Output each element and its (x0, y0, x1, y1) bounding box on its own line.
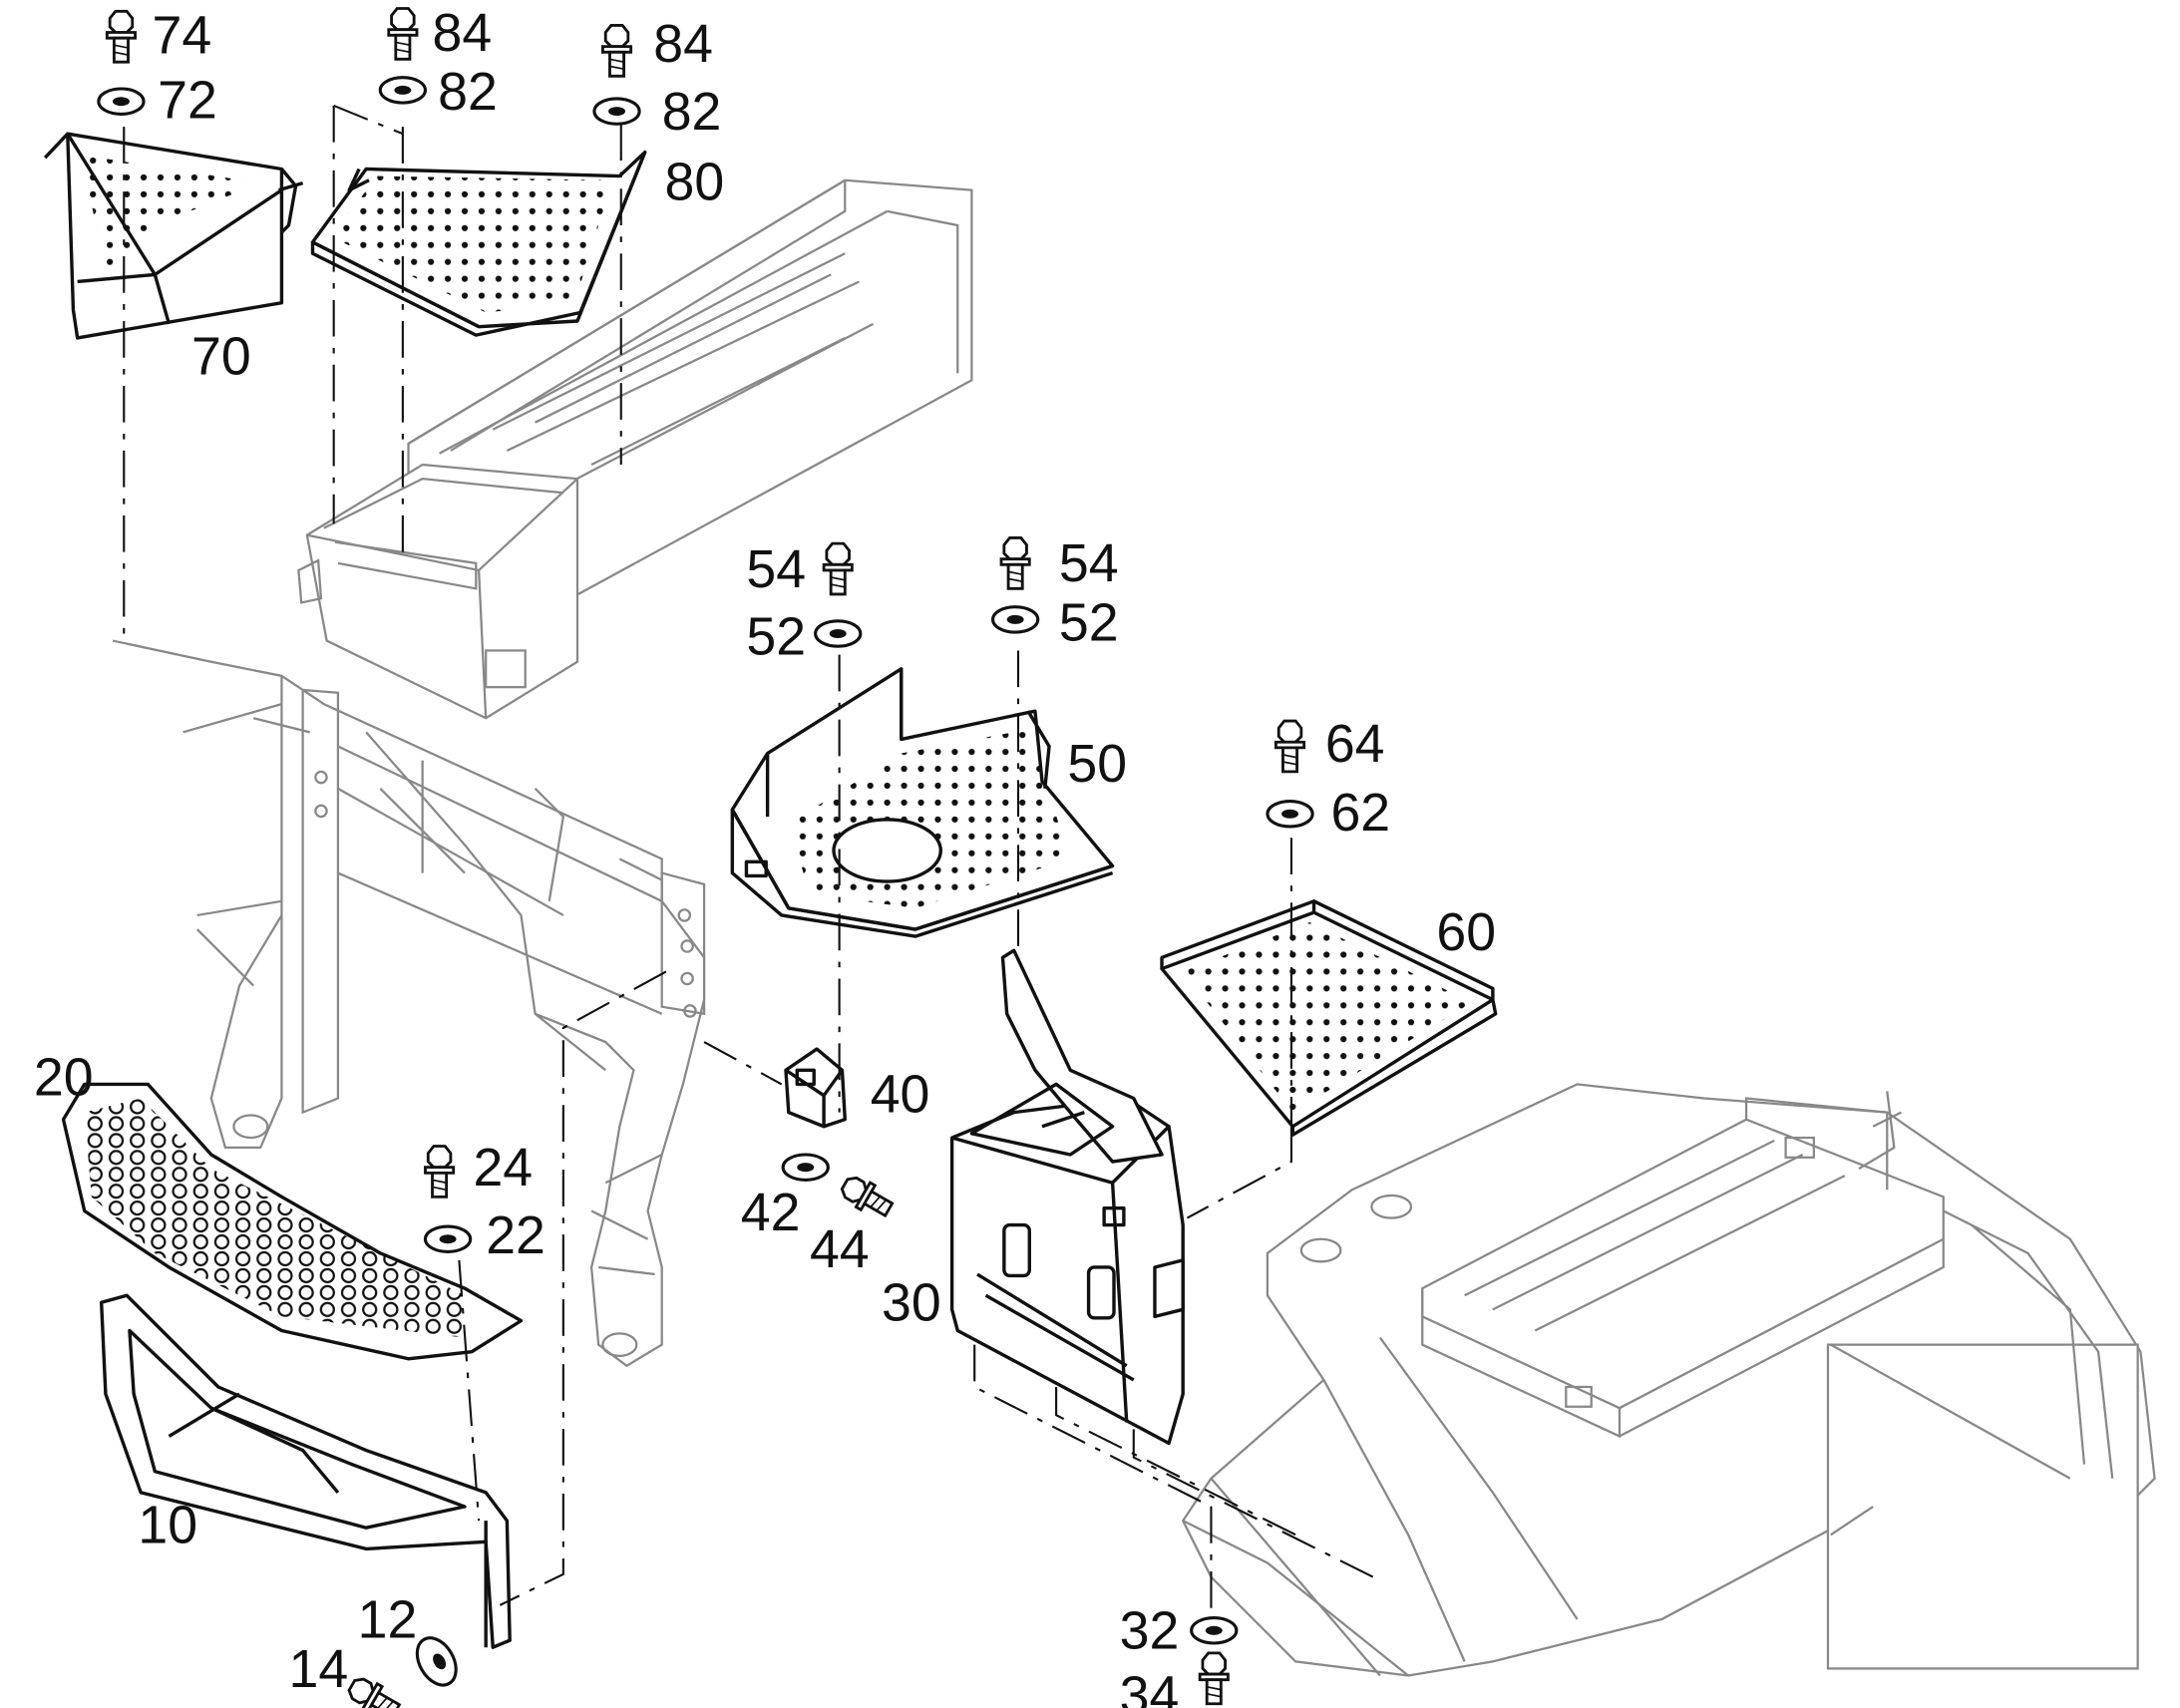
washer-72 (97, 87, 146, 116)
washer-52-right (991, 605, 1040, 634)
callout-22: 22 (486, 1205, 545, 1265)
battery-box-assembly (297, 178, 973, 720)
callout-44: 44 (810, 1219, 870, 1279)
part-50-plate (730, 667, 1115, 938)
part-20-grille (61, 1082, 524, 1361)
callout-12: 12 (358, 1589, 418, 1649)
main-frame (112, 639, 706, 1368)
callout-74: 74 (153, 6, 212, 66)
washer-42 (781, 1153, 830, 1182)
callout-52-left: 52 (746, 607, 806, 667)
part-30-housing (949, 948, 1185, 1446)
callout-30: 30 (882, 1273, 941, 1333)
washer-32 (1190, 1616, 1239, 1645)
fasteners (97, 7, 1314, 1708)
bolt-84-right (600, 24, 633, 78)
bolt-54-left (822, 541, 854, 596)
callout-34: 34 (1120, 1666, 1180, 1708)
callout-62: 62 (1330, 783, 1390, 843)
callout-54-right: 54 (1059, 533, 1119, 593)
callout-24: 24 (473, 1138, 533, 1197)
bolt-64 (1273, 719, 1306, 774)
callout-70: 70 (191, 327, 251, 387)
callout-72: 72 (158, 71, 217, 131)
callout-10: 10 (138, 1496, 197, 1555)
callout-52-right: 52 (1059, 593, 1119, 653)
part-60-plate (1160, 899, 1498, 1137)
callout-60: 60 (1436, 902, 1496, 962)
callout-32: 32 (1120, 1601, 1180, 1661)
callout-50: 50 (1067, 734, 1127, 794)
part-80-tray (310, 150, 647, 337)
callout-54-left: 54 (746, 539, 806, 599)
callout-82-right: 82 (662, 82, 722, 142)
callout-labels: 74 72 84 82 84 82 80 70 54 52 54 52 50 6… (34, 3, 1496, 1708)
callout-64: 64 (1325, 714, 1385, 774)
callout-84-left: 84 (433, 3, 493, 63)
assembly-lines (123, 104, 1374, 1634)
callout-14: 14 (288, 1639, 348, 1699)
washer-62 (1266, 799, 1314, 829)
callout-84-right: 84 (653, 14, 713, 74)
bolt-54-right (999, 536, 1031, 590)
callout-82-left: 82 (438, 62, 498, 122)
bolt-44 (836, 1171, 898, 1223)
callout-20: 20 (34, 1048, 94, 1108)
washer-82-left (378, 76, 428, 105)
washer-22 (423, 1224, 473, 1253)
part-40-bracket (784, 1047, 847, 1129)
bolt-34 (1198, 1651, 1230, 1706)
part-70-guard (43, 132, 304, 340)
bolt-74 (105, 9, 137, 64)
bolt-14 (343, 1671, 405, 1708)
callout-40: 40 (871, 1065, 930, 1125)
part-10-frame (99, 1293, 512, 1649)
bolt-84-left (387, 7, 419, 61)
washer-82-right (592, 97, 641, 126)
bolt-24 (424, 1145, 456, 1198)
washer-52-left (814, 619, 863, 648)
callout-42: 42 (741, 1183, 801, 1242)
callout-80: 80 (665, 153, 725, 212)
washer-12 (415, 1636, 458, 1687)
fender-assembly (1181, 1083, 2156, 1677)
